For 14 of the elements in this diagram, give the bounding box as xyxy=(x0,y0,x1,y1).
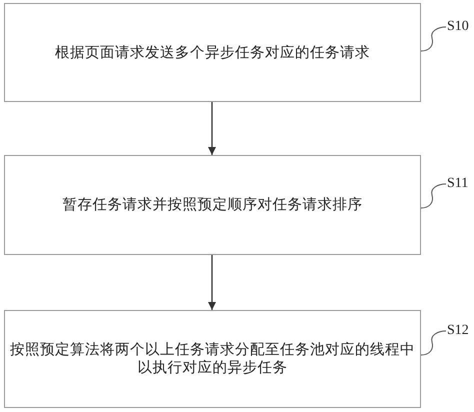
process-box xyxy=(4,3,421,102)
step-number: S12 xyxy=(447,323,471,339)
step-number: S11 xyxy=(447,176,471,192)
leader-line xyxy=(420,26,446,52)
process-box xyxy=(4,155,421,255)
arrow xyxy=(208,102,216,155)
arrow xyxy=(208,255,216,310)
step-text: 根据页面请求发送多个异步任务对应的任务请求 xyxy=(55,44,370,62)
process-box xyxy=(4,310,421,408)
step-number: S10 xyxy=(447,19,471,35)
step-text: 暂存任务请求并按照预定顺序对任务请求排序 xyxy=(62,196,362,214)
leader-line xyxy=(420,330,446,356)
leader-line xyxy=(420,184,446,208)
step-text: 按照预定算法将两个以上任务请求分配至任务池对应的线程中以执行对应的异步任务 xyxy=(9,341,416,377)
